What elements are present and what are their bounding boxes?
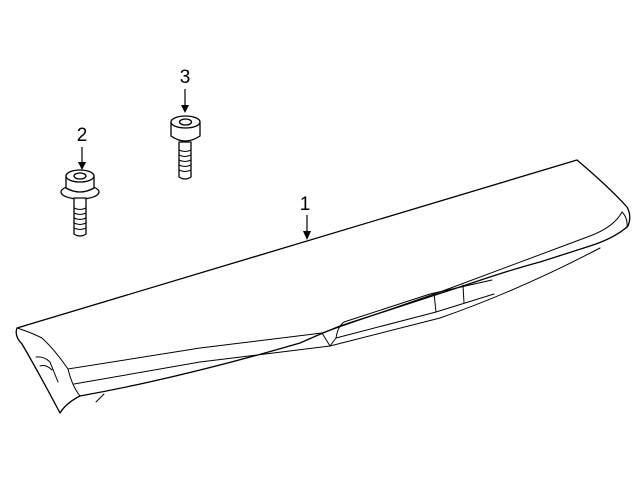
spoiler-front-lip	[67, 368, 81, 397]
callout-3: 3	[180, 67, 191, 113]
spoiler-lower-line	[73, 247, 601, 385]
callout-2-arrow-icon	[78, 162, 86, 170]
callout-1-label: 1	[300, 194, 311, 215]
callout-2-label: 2	[77, 125, 88, 146]
spoiler-recess-lines	[433, 284, 465, 313]
spoiler-right-endcap	[621, 211, 628, 229]
bolt2-shank	[73, 197, 87, 237]
callout-1: 1	[300, 194, 311, 240]
bolt3-socket	[178, 118, 193, 126]
callout-1-arrow-icon	[303, 231, 311, 240]
spoiler-left-endcap	[35, 356, 59, 383]
spoiler-center-recess	[321, 279, 493, 347]
bolt2-threads	[73, 207, 87, 230]
bolt2-head-recess	[73, 172, 87, 180]
spoiler-recess-bottom	[335, 293, 495, 339]
flange-bolt-part	[60, 169, 100, 237]
socket-bolt-part	[170, 115, 201, 180]
callout-2: 2	[77, 125, 88, 170]
spoiler-part	[15, 159, 631, 414]
spoiler-front-detail	[95, 393, 105, 403]
bolt3-threads	[178, 149, 192, 172]
callout-3-arrow-icon	[181, 105, 189, 113]
spoiler-left-endcap-inner	[39, 365, 53, 371]
callout-3-label: 3	[180, 67, 191, 88]
spoiler-body	[15, 159, 631, 414]
